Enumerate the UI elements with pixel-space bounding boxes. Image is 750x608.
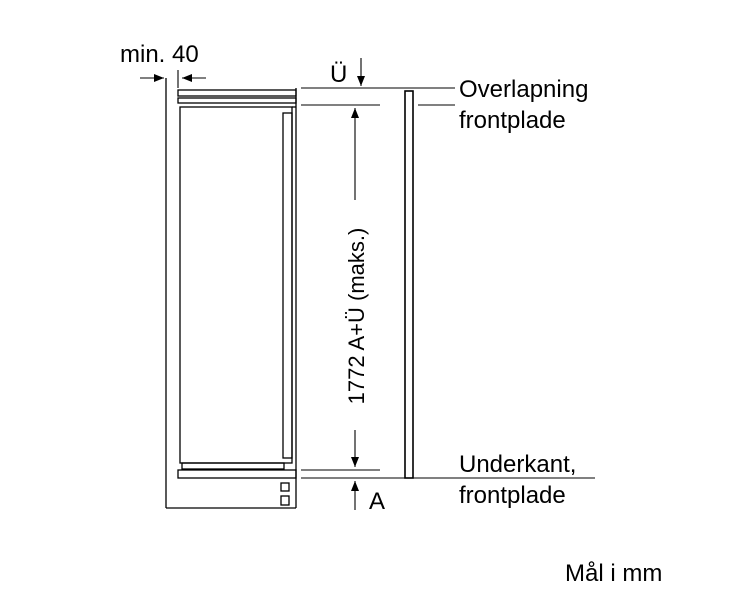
min-gap-label: min. 40 xyxy=(120,41,199,68)
niche-outline xyxy=(165,78,297,509)
units-note: Mål i mm xyxy=(565,560,662,587)
overlap-label-line1: Overlapning xyxy=(459,76,588,103)
height-dimension-label: 1772 A+Ü (maks.) xyxy=(344,228,369,405)
a-symbol: A xyxy=(369,488,385,515)
bottom-edge-label-line1: Underkant, xyxy=(459,451,576,478)
appliance-body xyxy=(177,89,297,506)
front-panel xyxy=(404,90,414,479)
reference-lines xyxy=(301,87,595,479)
overlap-symbol: Ü xyxy=(330,61,347,88)
bottom-edge-label-line2: frontplade xyxy=(459,482,566,509)
overlap-label-line2: frontplade xyxy=(459,107,566,134)
